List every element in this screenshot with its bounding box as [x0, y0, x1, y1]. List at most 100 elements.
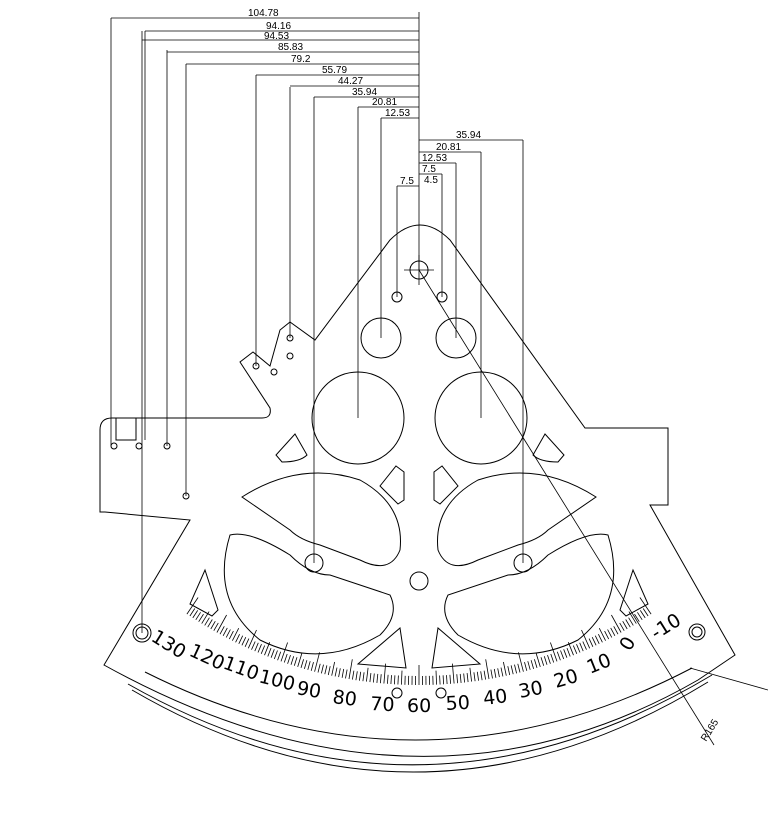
scale-tick [452, 663, 455, 684]
tri-cutout-4 [433, 465, 459, 505]
scale-tick [604, 630, 610, 640]
scale-label-70: 70 [370, 693, 395, 716]
fan-cutout-left-lower [223, 533, 394, 655]
scale-label-80: 80 [331, 686, 358, 711]
scale-tick [362, 672, 365, 682]
scale-tick [530, 660, 534, 670]
scale-tick [270, 649, 275, 658]
scale-tick [195, 612, 201, 621]
scale-tick [297, 653, 303, 668]
scale-tick [540, 657, 545, 666]
tab-hole-2 [135, 442, 143, 450]
tri-cutout-5 [189, 568, 219, 617]
scale-tick [219, 626, 225, 635]
fan-cutout-right-upper [437, 472, 597, 567]
scale-label-0: 0 [615, 633, 640, 654]
scale-tick [334, 667, 338, 677]
tri-cutout-8 [431, 627, 482, 669]
corner-hole-right-inner [691, 626, 703, 638]
scale-tick [204, 617, 210, 626]
tri-cutout-6 [619, 568, 649, 617]
scale-tick [449, 674, 451, 684]
scale-tick [582, 641, 587, 650]
scale-label-50: 50 [445, 692, 470, 715]
tab-notch [115, 418, 137, 441]
scale-tick [235, 634, 240, 643]
dim-left-7-5: 7.5 [400, 176, 414, 187]
scale-tick [550, 653, 555, 663]
radius-label: R165 [699, 717, 721, 743]
scale-outer-arc [127, 674, 713, 766]
dim-12-53: 12.53 [385, 108, 410, 119]
tri-cutout-3 [379, 465, 405, 505]
dim-94-16: 94.16 [266, 21, 291, 32]
scale-tick [543, 656, 548, 665]
scale-tick [260, 645, 266, 654]
scale-tick [563, 649, 568, 658]
radius-leader [418, 269, 715, 746]
scale-tick [216, 614, 227, 633]
scale-tick [576, 644, 581, 653]
scale-tick [387, 674, 389, 684]
dim-104-78: 104.78 [248, 8, 279, 19]
scale-tick [610, 627, 616, 636]
scale-tick [359, 671, 362, 681]
scale-tick [373, 673, 375, 683]
scale-tick [550, 642, 558, 662]
scale-tick [642, 608, 649, 617]
tri-cutout-7 [356, 627, 407, 669]
scale-tick [317, 663, 321, 673]
scale-tick [446, 675, 448, 685]
scale-label-100: 100 [257, 666, 298, 696]
dim-94-53: 94.53 [264, 31, 289, 42]
dim-right-12-53: 12.53 [422, 153, 447, 164]
scale-tick [277, 651, 282, 661]
scale-tick [376, 673, 379, 683]
scale-tick [483, 670, 486, 680]
scale-label-60: 60 [407, 695, 431, 717]
dim-right-20-81: 20.81 [436, 142, 461, 153]
scale-tick [207, 619, 213, 628]
scale-tick [338, 668, 341, 678]
scale-tick [341, 668, 345, 678]
scale-tick [345, 669, 348, 679]
scale-tick [348, 659, 353, 680]
scale-tick [189, 608, 196, 617]
scale-label-110: 110 [220, 652, 262, 685]
dim-79-2: 79.2 [291, 54, 311, 65]
scale-tick [485, 659, 490, 680]
scale-tick [198, 613, 204, 622]
fan-cutout-right-lower [444, 533, 615, 655]
scale-tick [307, 661, 311, 670]
scale-tick [273, 650, 278, 660]
tri-cutout-1 [275, 433, 308, 463]
scale-tick [517, 663, 521, 673]
plate-outline [99, 224, 736, 757]
scale-tick [556, 651, 561, 661]
dim-85-83: 85.83 [278, 42, 303, 53]
tri-cutout-2 [532, 433, 565, 463]
corner-hole-right [688, 623, 706, 641]
scale-tick [639, 610, 646, 619]
scale-tick [514, 664, 517, 674]
scale-tick [238, 635, 244, 644]
scale-tick [355, 671, 358, 681]
scale-tick [380, 674, 382, 684]
scale-tick [459, 673, 462, 683]
dim-right-7-5: 7.5 [422, 164, 436, 175]
scale-tick [401, 670, 403, 685]
scale-label-10: 10 [584, 649, 615, 678]
tab-hole-6 [270, 368, 278, 376]
scale-tick [435, 670, 437, 685]
bottom-hole-left [391, 687, 403, 699]
scale-label-40: 40 [482, 685, 509, 710]
radius-leader-ext [689, 667, 768, 691]
dimension-leaders [110, 12, 524, 633]
scale-tick [228, 630, 234, 640]
scale-tick [314, 652, 320, 672]
scale-tick [490, 669, 493, 679]
scale-tick [611, 614, 622, 633]
scale-inner-arc [144, 667, 693, 741]
scale-tick [527, 661, 531, 670]
